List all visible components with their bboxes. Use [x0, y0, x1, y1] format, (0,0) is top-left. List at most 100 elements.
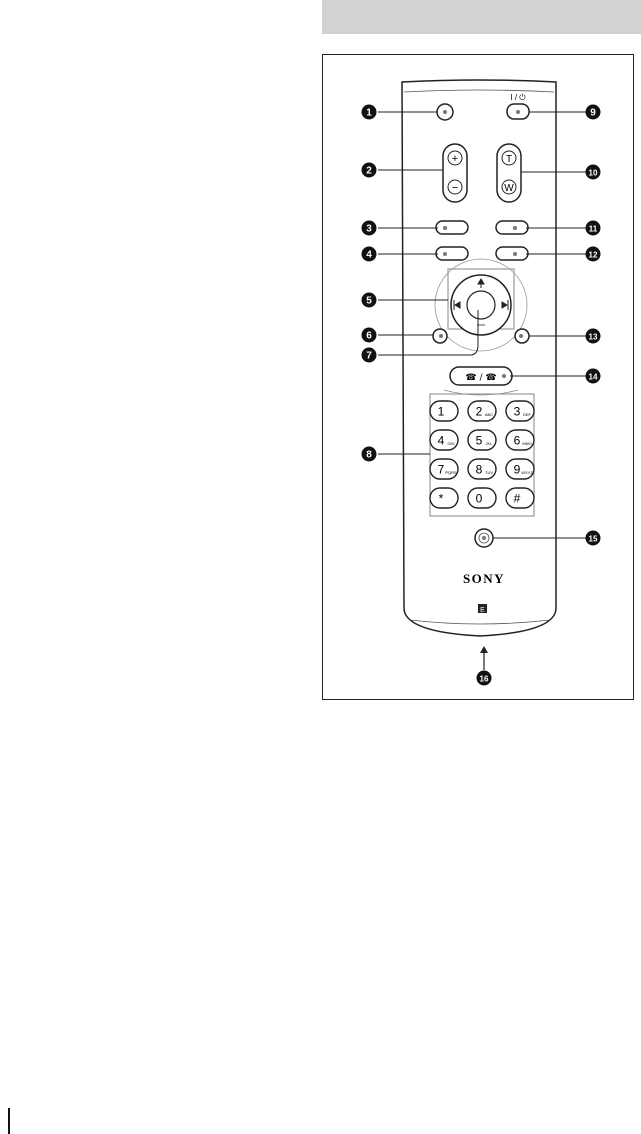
- keypad-key-letters: WXYZ: [521, 470, 533, 475]
- zoom-tele-label: T: [506, 154, 512, 165]
- button-11: [495, 220, 529, 235]
- volume-plus-key: [447, 150, 463, 166]
- callout-badge-7: [361, 347, 377, 363]
- ce-mark-letter: E: [480, 607, 485, 614]
- zoom-tele-key: [501, 150, 517, 166]
- callout-number: 9: [590, 108, 596, 119]
- leader-dots: [439, 110, 523, 540]
- keypad-key-letters: MNO: [522, 441, 531, 446]
- keypad-key-letters: GHI: [447, 441, 454, 446]
- callout-badge-1: [361, 104, 377, 120]
- callout-number: 10: [589, 169, 598, 178]
- enter-button: [466, 290, 496, 320]
- callout-number: 2: [366, 166, 372, 177]
- callout-number: 16: [480, 675, 489, 684]
- callout-number: 7: [366, 351, 372, 362]
- power-label: I / ⏻: [510, 93, 526, 102]
- callout-number: 3: [366, 224, 372, 235]
- callout-badge-13: [585, 328, 601, 344]
- callout-number: 1: [366, 108, 372, 119]
- button-3: [435, 220, 469, 235]
- phone-button-label: ☎ / ☎: [465, 373, 496, 383]
- callout-number: 15: [589, 535, 598, 544]
- callout-number: 6: [366, 331, 372, 342]
- callout-number: 14: [589, 373, 598, 382]
- keypad-key-2: [467, 400, 497, 422]
- page-edge-mark: [8, 1108, 10, 1134]
- remote-top-edge: [403, 89, 555, 93]
- arrow-right-icon: [501, 300, 509, 310]
- callout-number: 12: [589, 251, 598, 260]
- keypad-key-digit: 0: [476, 492, 483, 506]
- keypad-key-digit: *: [439, 492, 444, 506]
- keypad-key-11: [467, 487, 497, 509]
- volume-minus-label: −: [452, 182, 458, 194]
- keypad-key-9: [505, 458, 535, 480]
- keypad-key-4: [429, 429, 459, 451]
- callout-number: 13: [589, 333, 598, 342]
- callout-number: 11: [589, 225, 598, 234]
- callout-badge-6: [361, 327, 377, 343]
- callout-badge-2: [361, 162, 377, 178]
- nav-ring-outer: [434, 258, 528, 352]
- brand-logo: SONY: [463, 571, 505, 586]
- keypad-key-8: [467, 458, 497, 480]
- figure-frame: [322, 54, 634, 700]
- keypad-outline: [429, 393, 535, 517]
- button-12: [495, 246, 529, 261]
- keypad-key-12: [505, 487, 535, 509]
- keypad-key-7: [429, 458, 459, 480]
- callout-badge-16: [476, 670, 492, 686]
- keypad-key-digit: 8: [476, 463, 483, 477]
- callout-badge-15: [585, 530, 601, 546]
- zoom-wide-key: [501, 179, 517, 195]
- keypad-key-digit: 3: [514, 405, 521, 419]
- callout-badge-5: [361, 292, 377, 308]
- keypad-key-digit: 4: [438, 434, 445, 448]
- keypad-key-letters: JKL: [486, 441, 494, 446]
- keypad-key-digit: #: [514, 492, 521, 506]
- ce-mark-box: [478, 604, 487, 613]
- keypad-key-digit: 9: [514, 463, 521, 477]
- keypad-key-digit: 7: [438, 463, 445, 477]
- keypad-key-6: [505, 429, 535, 451]
- callout-number: 5: [366, 296, 372, 307]
- remote-body: [401, 79, 557, 637]
- keypad-key-10: [429, 487, 459, 509]
- section-header-bar: [322, 0, 641, 34]
- callout-badge-3: [361, 220, 377, 236]
- keypad-key-3: [505, 400, 535, 422]
- button-4: [435, 246, 469, 261]
- leader-lines: [378, 111, 586, 539]
- keypad-key-letters: PQRS: [445, 470, 457, 475]
- callout-badge-14: [585, 368, 601, 384]
- keypad-key-1: [429, 400, 459, 422]
- ir-arrowhead-icon: [480, 646, 488, 653]
- volume-plus-label: +: [452, 153, 458, 165]
- remote-bottom-edge: [409, 619, 551, 625]
- zoom-wide-label: W: [504, 183, 514, 194]
- keypad-key-digit: 6: [514, 434, 521, 448]
- phone-button-arc: [443, 389, 519, 396]
- callout-badge-10: [585, 164, 601, 180]
- callout-badge-11: [585, 220, 601, 236]
- arrow-left-icon: [453, 300, 461, 310]
- callout-number: 4: [366, 250, 372, 261]
- keypad-key-digit: 2: [476, 405, 483, 419]
- callout-badge-4: [361, 246, 377, 262]
- callout-badge-8: [361, 446, 377, 462]
- keypad-key-digit: 1: [438, 405, 445, 419]
- keypad-key-digit: 5: [476, 434, 483, 448]
- callout-badge-9: [585, 104, 601, 120]
- callout-badge-12: [585, 246, 601, 262]
- keypad-key-letters: DEF: [523, 412, 532, 417]
- keypad-key-letters: TUV: [485, 470, 493, 475]
- keypad-key-5: [467, 429, 497, 451]
- volume-minus-key: [447, 179, 463, 195]
- keypad-key-letters: ABC: [485, 412, 493, 417]
- arrow-up-icon: [477, 278, 485, 288]
- callout-number: 8: [366, 450, 372, 461]
